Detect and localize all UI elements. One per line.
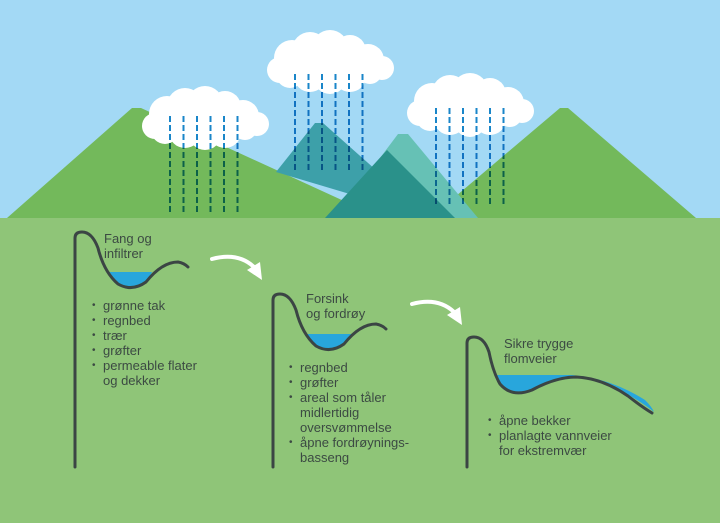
cloud-puff bbox=[181, 94, 229, 142]
cloud-puff bbox=[498, 103, 522, 127]
water-flow-icon bbox=[496, 375, 654, 412]
stage-1-list: grønne tak regnbed trær grøfter permeabl… bbox=[92, 298, 197, 388]
mountain-right bbox=[430, 108, 696, 218]
stage-3-profile bbox=[465, 335, 654, 469]
mountain-overlap bbox=[325, 150, 455, 218]
cloud-icon bbox=[142, 86, 269, 150]
list-item: åpne fordrøynings- basseng bbox=[289, 435, 409, 465]
rain bbox=[435, 108, 505, 204]
list-item: grøfter bbox=[92, 343, 197, 358]
cloud-puff bbox=[233, 116, 257, 140]
cloud-puff bbox=[358, 60, 382, 84]
rain bbox=[169, 116, 239, 212]
stage-2-list: regnbed grøfter areal som tåler midlerti… bbox=[289, 360, 409, 465]
terrain-profile-line bbox=[271, 292, 388, 469]
right-cloud bbox=[407, 73, 534, 204]
stage-3-list: åpne bekker planlagte vannveier for ekst… bbox=[488, 413, 612, 458]
curved-arrow-icon bbox=[210, 254, 256, 269]
list-item: grøfter bbox=[289, 375, 409, 390]
terrain-profile-line bbox=[465, 335, 654, 469]
stage-3-title: Sikre trygge flomveier bbox=[504, 336, 574, 366]
clouds bbox=[142, 30, 534, 212]
list-item: åpne bekker bbox=[488, 413, 612, 428]
list-item: planlagte vannveier for ekstremvær bbox=[488, 428, 612, 458]
list-item: regnbed bbox=[92, 313, 197, 328]
middle-cloud bbox=[267, 30, 394, 170]
arrow-stage2-to-stage3 bbox=[410, 299, 462, 325]
arrowhead-icon bbox=[247, 262, 262, 280]
list-item: permeable flater og dekker bbox=[92, 358, 197, 388]
stage-2-title: Forsink og fordrøy bbox=[306, 291, 366, 321]
cloud-puff bbox=[306, 38, 354, 86]
list-item: regnbed bbox=[289, 360, 409, 375]
stage-1-profile bbox=[73, 230, 190, 469]
arrow-stage1-to-stage2 bbox=[210, 254, 262, 280]
list-item: grønne tak bbox=[92, 298, 197, 313]
cloud-puff bbox=[446, 81, 494, 129]
mountains bbox=[7, 108, 696, 218]
mountain-left bbox=[7, 108, 381, 218]
arrowhead-icon bbox=[447, 307, 462, 325]
terrain-profile-line bbox=[73, 230, 190, 469]
rain bbox=[294, 74, 364, 170]
stage-2-profile bbox=[271, 292, 388, 469]
stage-1-title: Fang og infiltrer bbox=[104, 231, 152, 261]
left-cloud bbox=[142, 86, 269, 212]
cloud-icon bbox=[267, 30, 394, 94]
curved-arrow-icon bbox=[410, 299, 456, 314]
list-item: areal som tåler midlertidig oversvømmels… bbox=[289, 390, 409, 435]
list-item: trær bbox=[92, 328, 197, 343]
